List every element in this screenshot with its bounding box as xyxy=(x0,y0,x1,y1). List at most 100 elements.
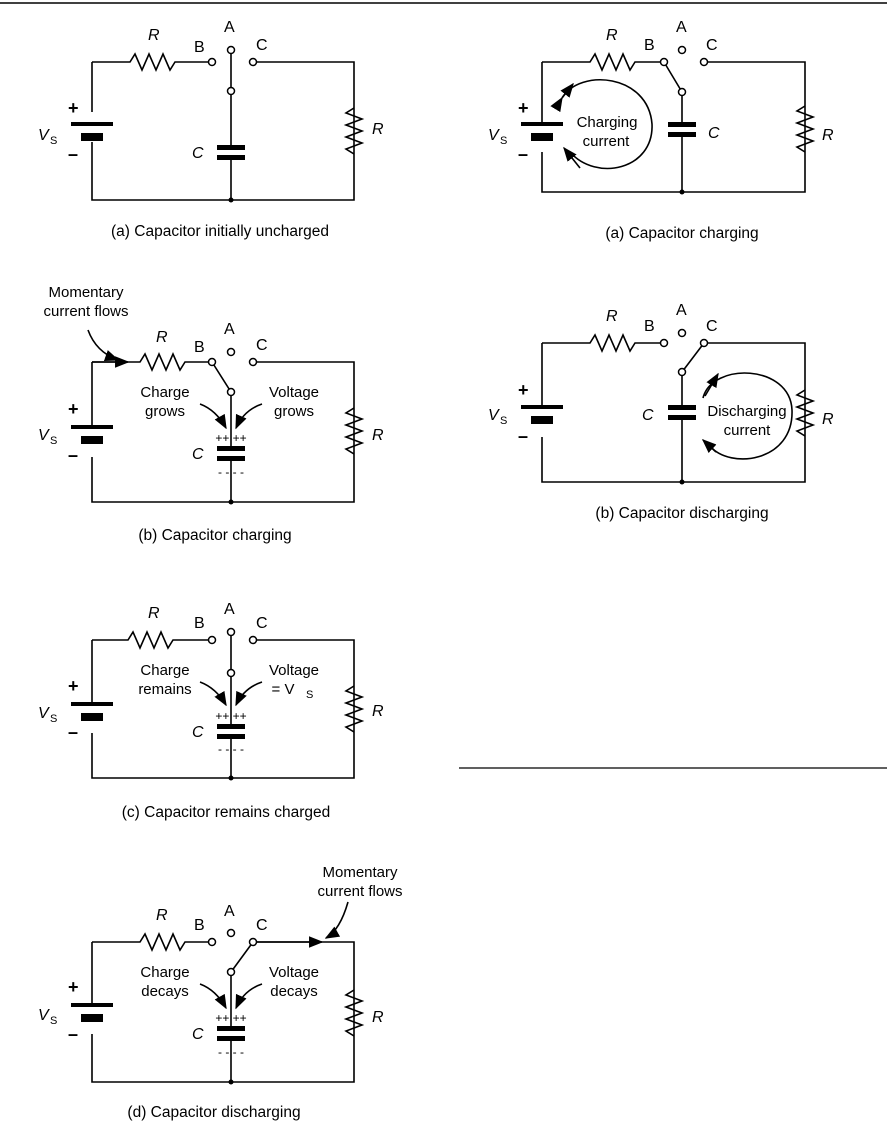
svg-text:V: V xyxy=(38,427,50,444)
svg-text:–: – xyxy=(518,144,528,164)
flow-line1: Momentary xyxy=(48,284,124,301)
svg-text:V: V xyxy=(488,127,500,144)
battery-long-plate xyxy=(71,122,113,126)
svg-text:Voltage: Voltage xyxy=(269,662,319,679)
svg-text:Momentary: Momentary xyxy=(322,864,398,881)
svg-text:R: R xyxy=(606,27,618,44)
label-b: B xyxy=(194,39,205,56)
svg-text:S: S xyxy=(50,1015,57,1027)
terminal-b xyxy=(207,57,217,67)
svg-text:current: current xyxy=(724,422,772,439)
label-minus: – xyxy=(68,144,78,164)
voltage-line1: Voltage xyxy=(269,384,319,401)
svg-text:Charge: Charge xyxy=(140,964,189,981)
svg-text:- - - -: - - - - xyxy=(218,742,244,756)
svg-text:S: S xyxy=(500,135,507,147)
svg-text:decays: decays xyxy=(141,983,189,1000)
label-r2: R xyxy=(372,121,384,138)
svg-text:B: B xyxy=(194,339,205,356)
svg-text:current flows: current flows xyxy=(317,883,402,900)
flow-line2: current flows xyxy=(43,303,128,320)
svg-text:B: B xyxy=(644,318,655,335)
svg-text:R: R xyxy=(606,308,618,325)
label-r1: R xyxy=(148,27,160,44)
label-vs: V xyxy=(38,127,50,144)
svg-text:+: + xyxy=(68,977,79,997)
svg-text:A: A xyxy=(224,903,235,920)
capacitor-plate-top xyxy=(217,145,245,150)
label-plus: + xyxy=(68,98,79,118)
svg-text:- - - -: - - - - xyxy=(218,1045,244,1059)
svg-text:S: S xyxy=(306,689,313,701)
svg-text:A: A xyxy=(224,321,235,338)
svg-text:R: R xyxy=(148,605,160,622)
svg-text:S: S xyxy=(50,713,57,725)
svg-text:++ ++: ++ ++ xyxy=(215,709,246,723)
svg-text:C: C xyxy=(706,318,718,335)
svg-text:Charge: Charge xyxy=(140,662,189,679)
circuit-left-d: R B A C + – V S C R ++ ++ - - - - Moment… xyxy=(38,864,403,1121)
svg-text:+: + xyxy=(68,676,79,696)
svg-text:R: R xyxy=(822,411,834,428)
svg-text:V: V xyxy=(488,407,500,424)
svg-text:R: R xyxy=(156,907,168,924)
svg-text:++ ++: ++ ++ xyxy=(215,1011,246,1025)
charge-line2: grows xyxy=(145,403,185,420)
label-c: C xyxy=(256,37,268,54)
svg-text:R: R xyxy=(372,427,384,444)
svg-text:B: B xyxy=(194,615,205,632)
svg-text:–: – xyxy=(68,445,78,465)
svg-text:R: R xyxy=(822,127,834,144)
svg-text:R: R xyxy=(156,329,168,346)
svg-text:S: S xyxy=(500,415,507,427)
charge-line1: Charge xyxy=(140,384,189,401)
svg-text:C: C xyxy=(256,337,268,354)
battery-short-plate xyxy=(81,133,103,141)
svg-text:V: V xyxy=(38,1007,50,1024)
svg-text:B: B xyxy=(194,917,205,934)
caption-left-c: (c) Capacitor remains charged xyxy=(122,804,330,821)
svg-text:= V: = V xyxy=(272,681,295,698)
svg-text:C: C xyxy=(192,446,204,463)
svg-text:V: V xyxy=(38,705,50,722)
loop-line1: Charging xyxy=(577,114,638,131)
terminal-a xyxy=(226,45,236,55)
loop-line2: current xyxy=(583,133,631,150)
svg-text:A: A xyxy=(676,302,687,319)
capacitor-plate-bottom xyxy=(217,155,245,160)
circuit-right-a: R B A C + – V S C R Charging current (a)… xyxy=(488,19,834,242)
svg-text:+: + xyxy=(518,380,529,400)
switch-pivot xyxy=(226,86,236,96)
svg-text:–: – xyxy=(68,722,78,742)
caption-left-a: (a) Capacitor initially uncharged xyxy=(111,223,329,240)
caption-right-b: (b) Capacitor discharging xyxy=(595,505,768,522)
circuit-right-b: R B A C + – V S C R Discharging current … xyxy=(488,302,834,522)
svg-text:S: S xyxy=(50,435,57,447)
svg-text:A: A xyxy=(676,19,687,36)
terminal-c xyxy=(248,57,258,67)
svg-text:–: – xyxy=(518,426,528,446)
svg-text:S: S xyxy=(50,135,57,147)
label-a: A xyxy=(224,19,235,36)
svg-text:remains: remains xyxy=(138,681,191,698)
circuit-left-c: R B A C + – V S C R ++ ++ - - - - Charge… xyxy=(38,601,384,821)
minus-charges: - - - - xyxy=(218,465,244,479)
svg-text:C: C xyxy=(642,407,654,424)
plus-charges: ++ ++ xyxy=(215,431,246,445)
caption-left-d: (d) Capacitor discharging xyxy=(127,1104,300,1121)
svg-text:+: + xyxy=(518,98,529,118)
svg-text:decays: decays xyxy=(270,983,318,1000)
circuit-left-a: R B A C + – V S C R (a) Capacitor initia… xyxy=(38,19,384,240)
svg-text:C: C xyxy=(708,125,720,142)
svg-text:B: B xyxy=(644,37,655,54)
label-capacitor: C xyxy=(192,145,204,162)
svg-text:Voltage: Voltage xyxy=(269,964,319,981)
svg-text:–: – xyxy=(68,1024,78,1044)
caption-right-a: (a) Capacitor charging xyxy=(605,225,758,242)
svg-text:+: + xyxy=(68,399,79,419)
caption-left-b: (b) Capacitor charging xyxy=(138,527,291,544)
circuit-left-b: R B A C + – V S C R ++ ++ - - - - Moment… xyxy=(38,284,384,544)
svg-text:C: C xyxy=(706,37,718,54)
svg-text:C: C xyxy=(192,724,204,741)
